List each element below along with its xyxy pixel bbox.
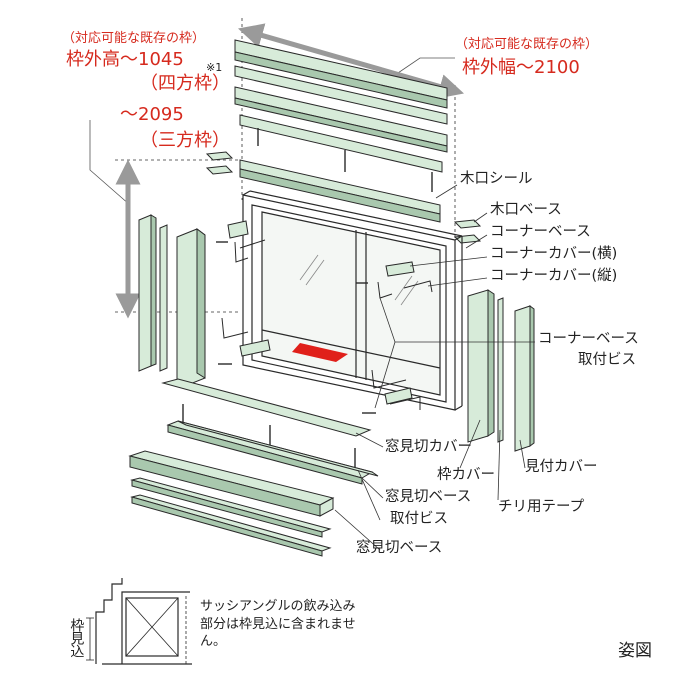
- callout-mitsuke-cover: 見付カバー: [525, 459, 598, 475]
- glass-reflections: [299, 254, 419, 306]
- top-rail-parts: [234, 39, 448, 223]
- callout-kiguchi-base: 木口ベース: [490, 202, 562, 218]
- callout-sill-base-screw-1: 窓見切ベース: [385, 489, 472, 505]
- callout-corner-base: コーナーベース: [490, 224, 591, 240]
- callout-corner-cover-h: コーナーカバー(横): [490, 246, 618, 262]
- callout-corner-base-screw-1: コーナーベース: [538, 331, 639, 347]
- right-width-label: 枠外幅～2100: [462, 57, 580, 78]
- left-spec-subtitle: （対応可能な既存の枠）: [62, 31, 206, 46]
- sill-screws: [182, 404, 356, 470]
- inset-section: [86, 578, 192, 665]
- callout-sill-base: 窓見切ベース: [356, 540, 443, 556]
- callout-frame-cover: 枠カバー: [437, 467, 495, 483]
- sill-base: [166, 420, 379, 485]
- width-arrow: [237, 23, 465, 99]
- window-frame: [242, 190, 463, 411]
- corner-brackets: [221, 220, 433, 410]
- callout-corner-cover-v: コーナーカバー(縦): [490, 268, 618, 284]
- callout-leaders: [334, 184, 535, 551]
- four-side-label: （四方枠）: [140, 73, 230, 94]
- callout-corner-base-screw-2: 取付ビス: [578, 352, 636, 368]
- callout-sill-base-screw-2: 取付ビス: [390, 511, 448, 527]
- callout-chiri-tape: チリ用テープ: [498, 499, 585, 515]
- inset-depth-label: 枠見込: [68, 618, 85, 657]
- corner-screws: [216, 241, 376, 414]
- callout-kiguchi-seal: 木口シール: [460, 171, 533, 187]
- right-vertical-covers: [467, 289, 535, 452]
- sill-cover: [161, 378, 372, 437]
- left-height-label: 枠外高～1045: [66, 49, 184, 70]
- height-alt-label: ～2095: [120, 104, 184, 125]
- left-vertical-covers: [138, 214, 206, 387]
- view-label: 姿図: [618, 641, 652, 661]
- sill-lower-parts: [128, 450, 335, 557]
- callout-sill-cover: 窓見切カバー: [385, 439, 472, 455]
- footnote-mark: ※1: [206, 61, 223, 74]
- top-screws: [257, 128, 433, 192]
- inset-note: サッシアングルの飲み込み部分は枠見込に含まれません。: [200, 599, 356, 650]
- right-spec-subtitle: （対応可能な既存の枠）: [455, 37, 599, 52]
- three-side-label: （三方枠）: [140, 130, 230, 151]
- sash-angle-highlight: [292, 343, 348, 362]
